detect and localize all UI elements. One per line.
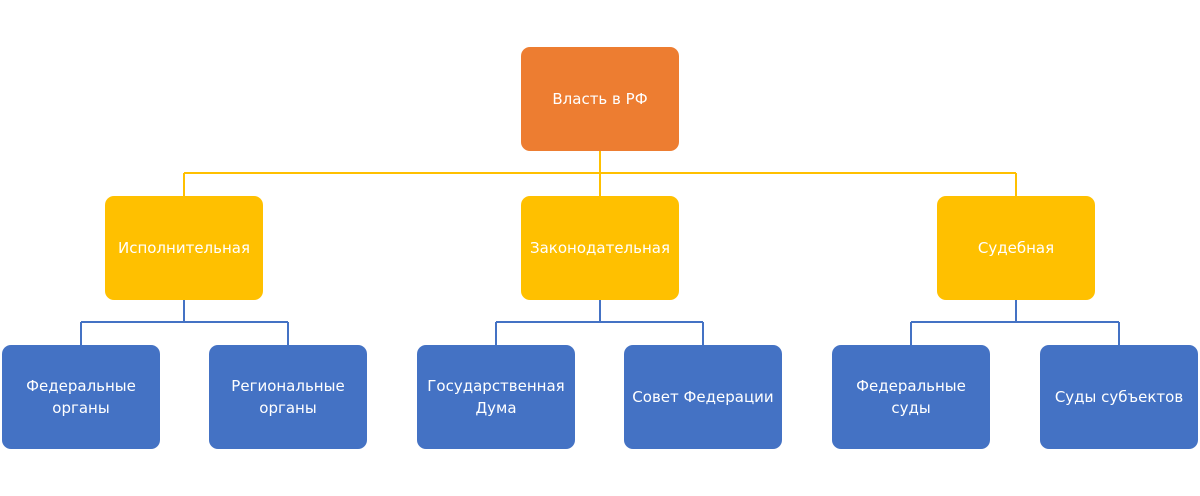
node-state-duma: Государственная Дума — [417, 345, 575, 449]
node-legislative: Законодательная — [521, 196, 679, 300]
node-federal-bodies: Федеральные органы — [2, 345, 160, 449]
node-judicial: Судебная — [937, 196, 1095, 300]
branch-connectors — [80, 300, 1120, 345]
node-root: Власть в РФ — [521, 47, 679, 151]
node-subject-courts: Суды субъектов — [1040, 345, 1198, 449]
node-federal-courts: Федеральные суды — [832, 345, 990, 449]
root-connectors — [183, 151, 1017, 196]
node-federation-council: Совет Федерации — [624, 345, 782, 449]
node-executive: Исполнительная — [105, 196, 263, 300]
node-regional-bodies: Региональные органы — [209, 345, 367, 449]
